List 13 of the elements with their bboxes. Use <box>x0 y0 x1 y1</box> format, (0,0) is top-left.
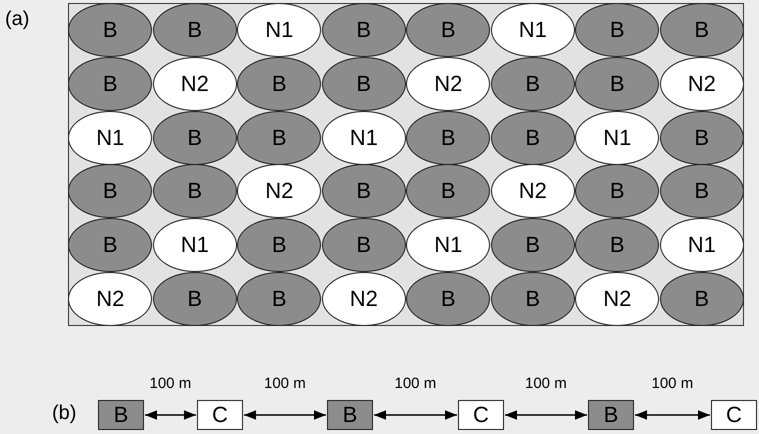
square-node: B <box>327 400 373 430</box>
panel-label: (a) <box>5 8 30 31</box>
square-node: C <box>458 400 504 430</box>
double-arrow <box>145 410 196 420</box>
double-arrow <box>635 410 710 420</box>
panel-label: (b) <box>52 402 76 425</box>
square-node: C <box>197 400 243 430</box>
square-node: B <box>588 400 634 430</box>
double-arrow <box>244 410 326 420</box>
square-node: C <box>711 400 757 430</box>
square-node: B <box>98 400 144 430</box>
double-arrow <box>374 410 457 420</box>
double-arrow <box>505 410 587 420</box>
